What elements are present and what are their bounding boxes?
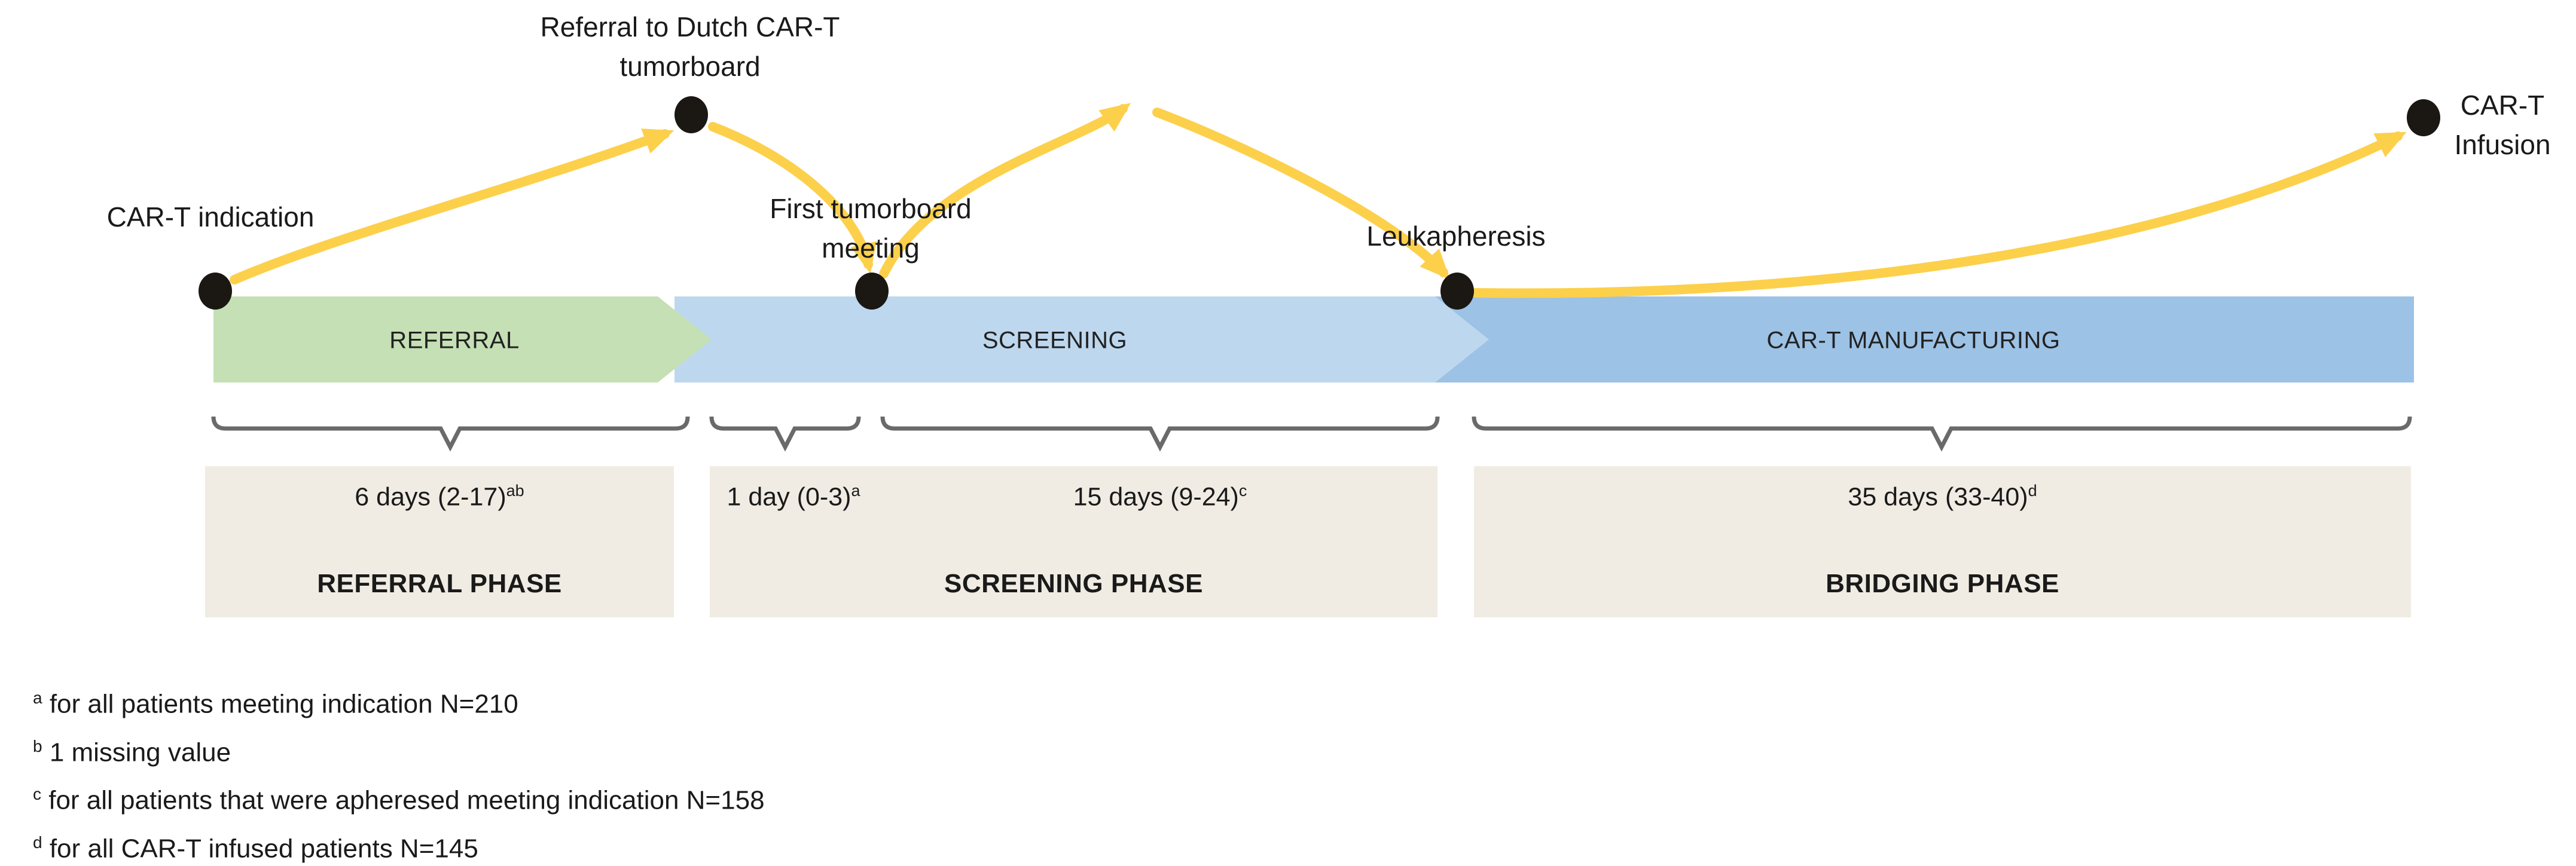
phase-bar-referral: [213, 296, 712, 382]
duration-screening-text: 15 days (9-24): [1073, 482, 1239, 512]
footnote-d: d for all CAR-T infused patients N=145: [33, 822, 765, 866]
footnote-b: b 1 missing value: [33, 726, 765, 774]
footnote-a-marker: a: [33, 688, 42, 707]
footnotes: a for all patients meeting indication N=…: [33, 677, 765, 866]
footnote-d-text: for all CAR-T infused patients N=145: [49, 834, 478, 864]
duration-screening-sup: c: [1238, 482, 1247, 500]
duration-box-referral: 6 days (2-17)ab REFERRAL PHASE: [205, 466, 674, 617]
label-cart-infusion: CAR-T Infusion: [2454, 90, 2551, 160]
footnote-d-marker: d: [33, 833, 42, 852]
label-leukapheresis: Leukapheresis: [1366, 221, 1546, 252]
label-referral-tumorboard: Referral to Dutch CAR-T tumorboard: [540, 11, 840, 82]
phase-bar-manufacturing: [1414, 296, 2414, 382]
duration-box-screening: 1 day (0-3)a 15 days (9-24)c SCREENING P…: [710, 466, 1437, 617]
duration-referral: 6 days (2-17)ab: [355, 482, 524, 512]
footnote-c-text: for all patients that were apheresed mee…: [48, 785, 765, 815]
milestone-dot-referral-tumorboard: [674, 96, 708, 133]
curve-tumorboard-to-meeting: [708, 122, 877, 274]
duration-screening: 15 days (9-24)c: [1073, 482, 1247, 512]
phase-name-bridging: BRIDGING PHASE: [1826, 569, 2059, 598]
curve-peak-to-leukapheresis: [1152, 108, 1451, 280]
footnote-c: c for all patients that were apheresed m…: [33, 773, 765, 822]
phase-name-referral: REFERRAL PHASE: [317, 569, 562, 598]
phase-name-screening: SCREENING PHASE: [944, 569, 1203, 598]
duration-referral-sup: ab: [506, 482, 524, 500]
curve-meeting-to-peak: [879, 103, 1131, 279]
footnote-b-text: 1 missing value: [49, 738, 231, 767]
brace-referral-phase: [211, 416, 690, 452]
duration-bridging-text: 35 days (33-40): [1848, 482, 2028, 512]
brace-tumorboard-step: [709, 416, 861, 452]
duration-box-bridging: 35 days (33-40)d BRIDGING PHASE: [1474, 466, 2411, 617]
brace-bridging-phase: [1472, 416, 2412, 452]
bar-label-manufacturing: CAR-T MANUFACTURING: [1766, 327, 2061, 354]
footnote-c-marker: c: [33, 785, 41, 804]
duration-tumorboard-step-sup: a: [851, 482, 860, 500]
label-cart-indication: CAR-T indication: [106, 201, 315, 232]
label-first-tumorboard-meeting: First tumorboard meeting: [770, 193, 972, 264]
bar-label-referral: REFERRAL: [389, 327, 520, 354]
milestone-dot-first-meeting: [855, 273, 889, 310]
footnote-a-text: for all patients meeting indication N=21…: [49, 689, 518, 719]
duration-tumorboard-step: 1 day (0-3)a: [727, 482, 860, 512]
brace-screening-phase: [880, 416, 1440, 452]
footnote-a: a for all patients meeting indication N=…: [33, 677, 765, 726]
milestone-dot-leukapheresis: [1440, 273, 1474, 310]
duration-tumorboard-step-text: 1 day (0-3): [727, 482, 851, 512]
curve-indication-to-tumorboard: [230, 128, 674, 284]
duration-bridging: 35 days (33-40)d: [1848, 482, 2037, 512]
duration-referral-text: 6 days (2-17): [355, 482, 506, 512]
milestone-dot-infusion: [2407, 99, 2440, 136]
bar-label-screening: SCREENING: [982, 327, 1128, 354]
duration-bridging-sup: d: [2028, 482, 2037, 500]
milestone-dot-indication: [199, 273, 232, 310]
curve-leukapheresis-to-infusion: [1471, 131, 2407, 298]
phase-bar-screening: [674, 296, 1489, 382]
footnote-b-marker: b: [33, 736, 42, 755]
